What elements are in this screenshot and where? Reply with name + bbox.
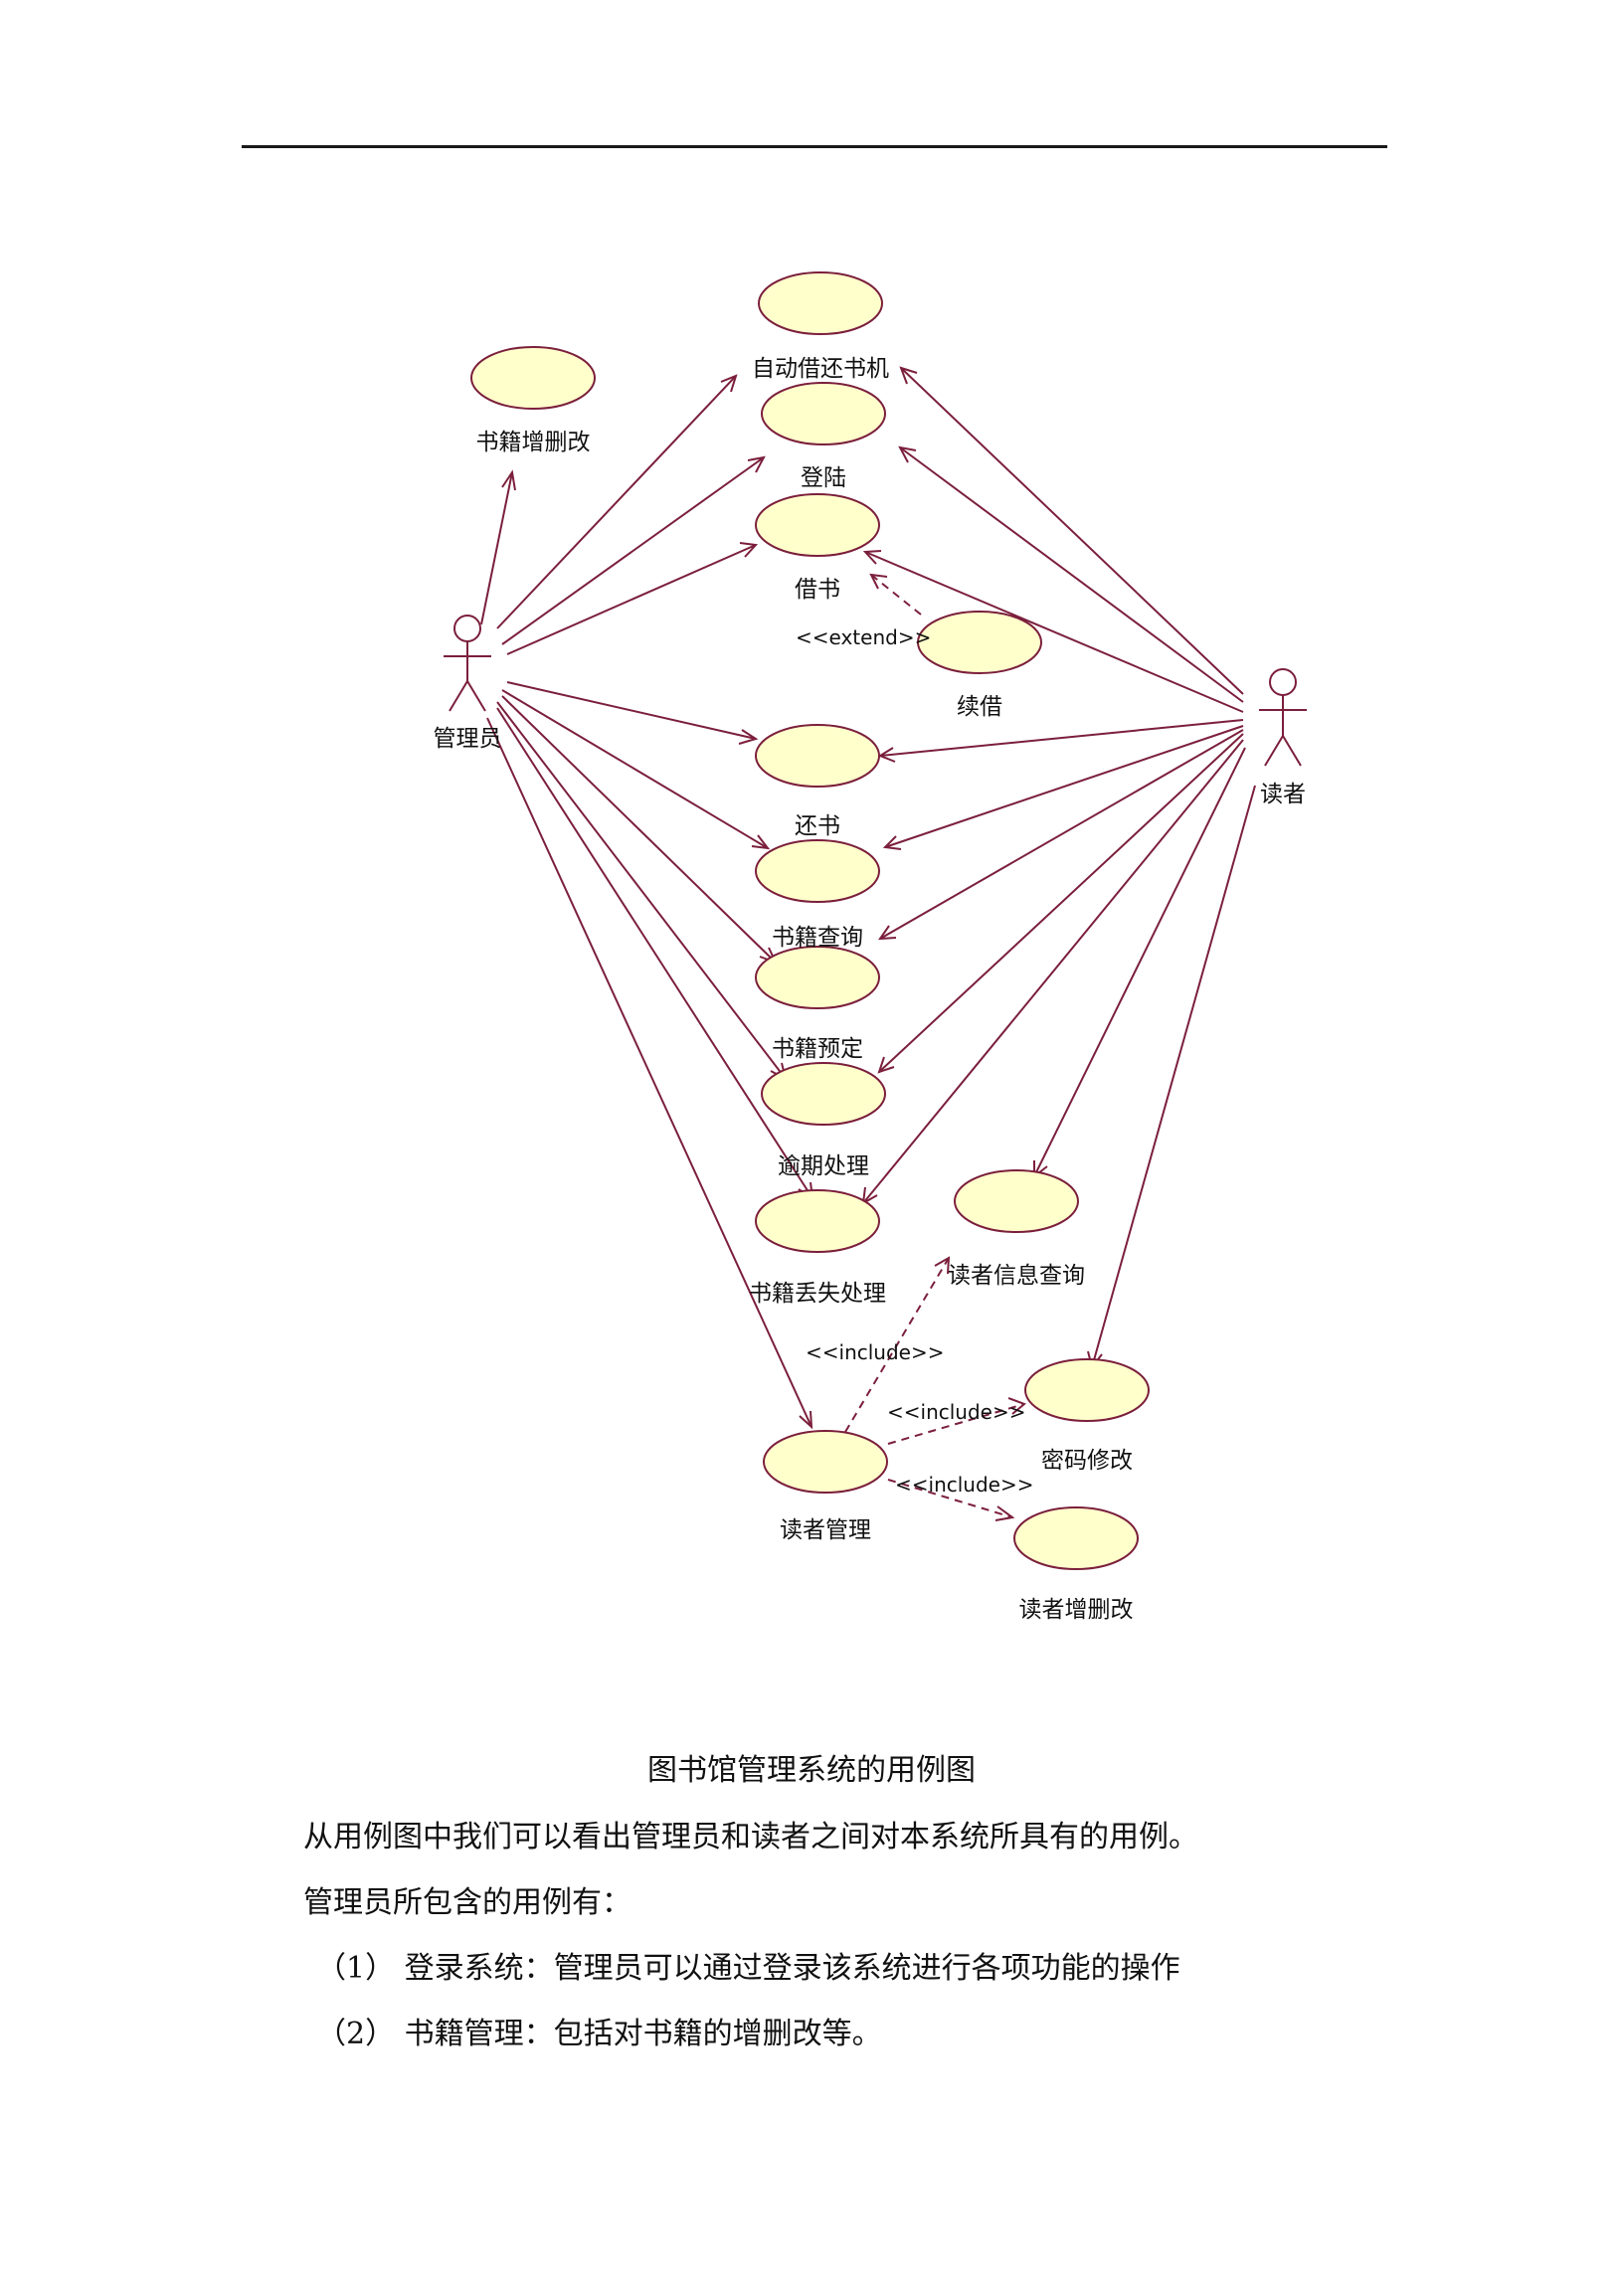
arrow-head <box>898 445 917 463</box>
usecase-book-edit-ellipse <box>470 346 596 410</box>
reader-associations <box>861 366 1256 1370</box>
arrow-head <box>1007 1397 1026 1415</box>
assoc-admin-reader-manage <box>486 717 812 1428</box>
arrow-head <box>751 834 771 850</box>
arrow-head <box>882 835 902 850</box>
usecase-borrow-ellipse <box>755 493 880 557</box>
arrow-head <box>899 366 918 385</box>
usecase-reader-info-query-ellipse <box>954 1169 1079 1233</box>
list-item-1: （1） 登录系统：管理员可以通过登录该系统进行各项功能的操作 <box>316 1951 1180 1986</box>
usecase-book-edit-label: 书籍增删改 <box>476 430 591 455</box>
usecase-overdue-label: 逾期处理 <box>778 1153 869 1179</box>
diagram-labels: 管理员 读者 书籍增删改 自动借还书机 登陆 借书 续借 还书 书籍查询 书籍预… <box>434 356 1307 1623</box>
stereotype-include-2: <<include>> <box>887 1400 1026 1424</box>
arrow-head <box>862 550 882 565</box>
arrow-head <box>501 469 516 491</box>
assoc-reader-password <box>1091 785 1256 1368</box>
usecase-self-service-ellipse <box>758 271 883 335</box>
assoc-reader-book-reserve <box>879 729 1244 940</box>
actor-admin-figure <box>444 615 491 712</box>
assoc-admin-borrow <box>506 544 757 655</box>
assoc-admin-book-edit <box>480 471 513 625</box>
assoc-admin-self-service <box>496 375 737 629</box>
include-password <box>887 1403 1025 1445</box>
assoc-reader-book-query <box>884 725 1244 848</box>
use-case-diagram: 管理员 读者 书籍增删改 自动借还书机 登陆 借书 续借 还书 书籍查询 书籍预… <box>434 271 1307 1623</box>
arrow-head <box>747 455 766 473</box>
actor-reader-label: 读者 <box>1260 782 1306 807</box>
arrow-head <box>739 542 759 558</box>
header-rule <box>242 145 1387 148</box>
assoc-admin-return <box>506 681 757 740</box>
actor-reader-figure <box>1259 668 1307 767</box>
usecase-reader-edit-label: 读者增删改 <box>1019 1597 1134 1623</box>
assoc-admin-overdue <box>496 701 787 1080</box>
stereotype-include-3: <<include>> <box>895 1473 1034 1497</box>
usecase-book-query-ellipse <box>755 839 880 903</box>
arrow-head <box>720 374 738 393</box>
usecase-overdue-ellipse <box>761 1062 886 1126</box>
usecase-reader-info-query-label: 读者信息查询 <box>948 1263 1085 1289</box>
usecase-return-label: 还书 <box>795 813 840 839</box>
arrow-head <box>869 573 888 590</box>
stereotype-include-1: <<include>> <box>806 1340 945 1364</box>
arrow-head <box>994 1505 1015 1521</box>
paragraph-intro: 从用例图中我们可以看出管理员和读者之间对本系统所具有的用例。 <box>303 1820 1198 1854</box>
usecase-self-service-label: 自动借还书机 <box>752 356 889 382</box>
usecase-book-reserve-label: 书籍预定 <box>772 1036 863 1062</box>
assoc-reader-borrow <box>864 551 1244 713</box>
assoc-reader-login <box>899 446 1244 703</box>
actor-admin-label: 管理员 <box>434 726 502 752</box>
extend-renew-borrow <box>870 574 922 616</box>
arrow-head <box>878 925 897 941</box>
usecase-reader-edit-ellipse <box>1013 1506 1139 1570</box>
usecase-return-ellipse <box>755 724 880 788</box>
usecase-borrow-label: 借书 <box>795 577 840 603</box>
usecase-reader-manage-label: 读者管理 <box>780 1517 871 1543</box>
stereotype-extend: <<extend>> <box>796 625 931 649</box>
usecase-lost-label: 书籍丢失处理 <box>749 1281 886 1307</box>
assoc-reader-self-service <box>900 367 1244 695</box>
usecase-book-query-label: 书籍查询 <box>772 925 863 951</box>
usecase-password-ellipse <box>1024 1358 1150 1422</box>
use-cases <box>470 271 1150 1570</box>
assoc-reader-overdue <box>878 733 1244 1073</box>
list-item-2: （2） 书籍管理：包括对书籍的增删改等。 <box>316 2017 882 2051</box>
usecase-lost-ellipse <box>755 1189 880 1253</box>
arrow-head <box>934 1256 951 1275</box>
include-info-query <box>844 1257 950 1433</box>
arrow-head <box>877 1056 895 1074</box>
usecase-login-ellipse <box>761 382 886 445</box>
paragraph-admin-usecases: 管理员所包含的用例有： <box>303 1885 631 1920</box>
assoc-admin-book-query <box>501 689 769 849</box>
assoc-reader-return <box>879 719 1244 757</box>
usecase-reader-manage-ellipse <box>763 1430 888 1494</box>
arrow-head <box>799 1410 813 1430</box>
dependency-relations <box>844 573 1026 1521</box>
usecase-renew-ellipse <box>917 611 1042 674</box>
assoc-admin-lost <box>496 707 813 1199</box>
usecase-book-reserve-ellipse <box>755 946 880 1009</box>
usecase-login-label: 登陆 <box>801 465 846 491</box>
arrow-head <box>738 729 759 745</box>
figure-caption: 图书馆管理系统的用例图 <box>647 1753 976 1788</box>
assoc-admin-book-reserve <box>501 695 777 964</box>
usecase-password-label: 密码修改 <box>1041 1448 1133 1474</box>
include-reader-edit <box>887 1479 1013 1518</box>
assoc-reader-info-query <box>1033 747 1246 1177</box>
assoc-reader-lost <box>862 739 1244 1204</box>
usecase-renew-label: 续借 <box>957 694 1002 720</box>
assoc-admin-login <box>501 456 765 645</box>
